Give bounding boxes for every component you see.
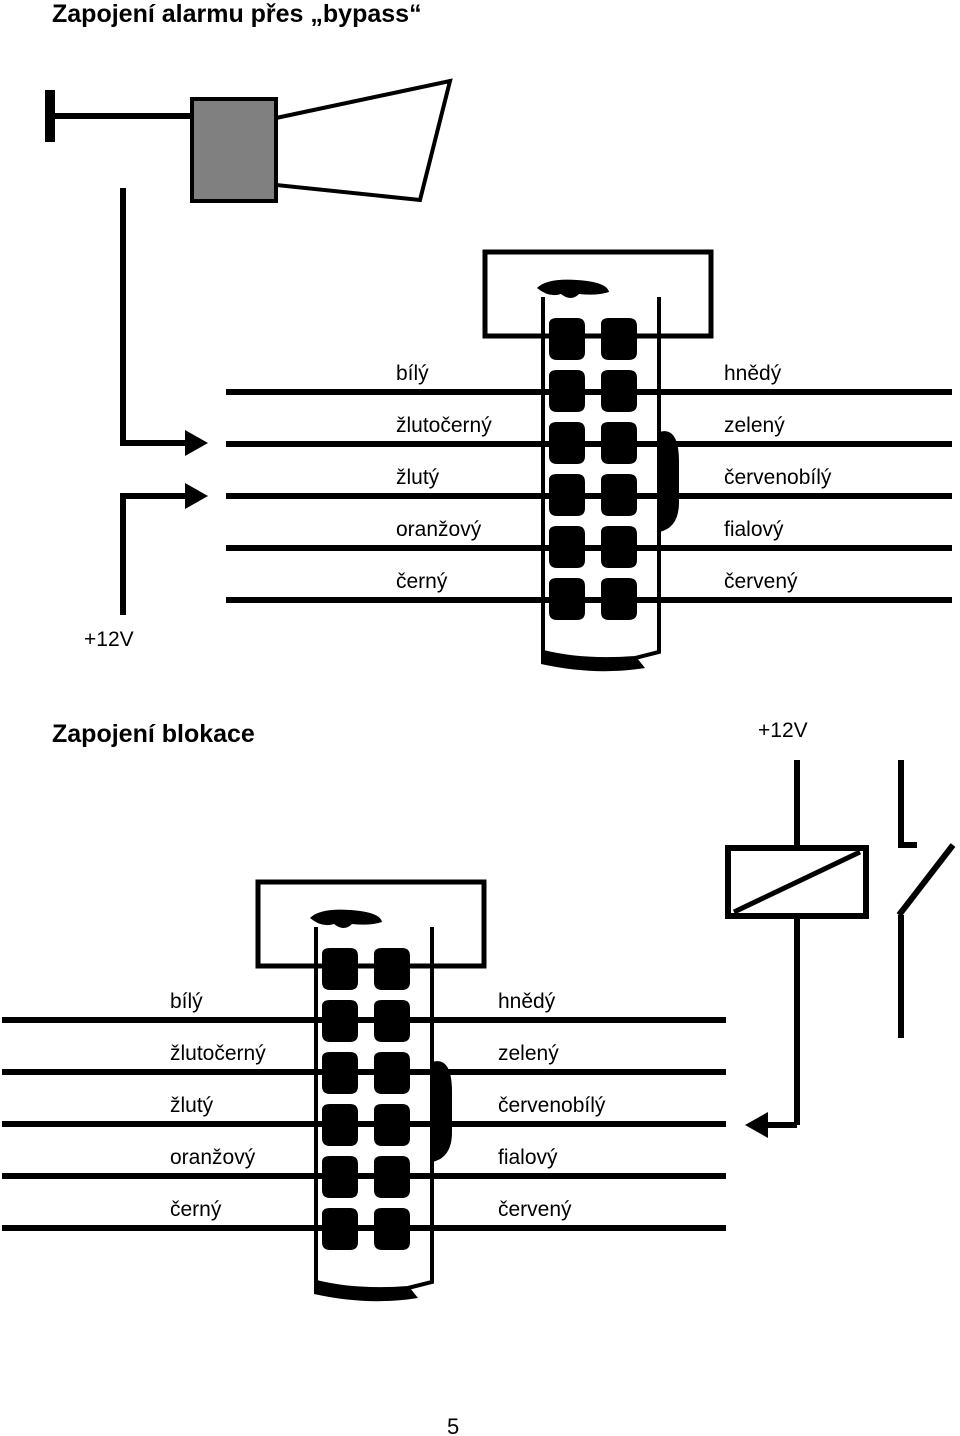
wire-label-right: červenobílý bbox=[724, 466, 832, 489]
wire-label-left: černý bbox=[170, 1198, 222, 1221]
wire-label-right: zelený bbox=[724, 414, 785, 437]
connector-1-pin bbox=[549, 318, 585, 360]
wire-label-left: černý bbox=[396, 570, 448, 593]
wire-label-right: zelený bbox=[498, 1042, 559, 1065]
siren-signal-wire bbox=[120, 188, 208, 456]
wire-label-right: červený bbox=[498, 1198, 572, 1221]
siren-icon bbox=[45, 78, 453, 203]
harness-2: bílý hnědý žlutočerný zelený žlutý červenobíl… bbox=[2, 990, 726, 1231]
wire-label-right: červenobílý bbox=[498, 1094, 606, 1117]
wire-label-left: oranžový bbox=[396, 518, 482, 541]
supply-label-2: +12V bbox=[758, 719, 808, 742]
connector-1-key-box bbox=[482, 249, 714, 339]
supply-wire-1 bbox=[120, 483, 208, 615]
wire-label-left: žlutý bbox=[396, 466, 440, 489]
wire-label-left: oranžový bbox=[170, 1146, 256, 1169]
wire-label-left: žlutočerný bbox=[170, 1042, 266, 1065]
relay-output-wire bbox=[745, 1112, 797, 1138]
wire-label-right: fialový bbox=[498, 1146, 558, 1169]
connector-2-side-clip bbox=[432, 1061, 452, 1162]
connector-2-pin bbox=[322, 948, 358, 990]
connector-2-latch bbox=[310, 909, 382, 928]
section2-title: Zapojení blokace bbox=[52, 720, 255, 748]
wire-label-left: žlutý bbox=[170, 1094, 214, 1117]
supply-label-1: +12V bbox=[84, 628, 134, 651]
connector-1-side-clip bbox=[659, 431, 679, 532]
relay-icon bbox=[725, 760, 956, 1125]
connector-1-pin bbox=[601, 318, 637, 360]
wire-label-left: bílý bbox=[170, 990, 203, 1013]
wire-label-right: hnědý bbox=[724, 362, 782, 385]
connector-2-foot bbox=[314, 1280, 418, 1302]
section1-title: Zapojení alarmu přes „bypass“ bbox=[52, 0, 422, 28]
wire-label-right: fialový bbox=[724, 518, 784, 541]
harness-1: bílý hnědý žlutočerný zelený žlutý červenobíl… bbox=[226, 362, 952, 603]
wire-label-right: hnědý bbox=[498, 990, 556, 1013]
page-number: 5 bbox=[447, 1414, 459, 1436]
wire-label-right: červený bbox=[724, 570, 798, 593]
connector-1-latch bbox=[537, 279, 609, 298]
connector-2-pin bbox=[374, 948, 410, 990]
connector-1 bbox=[482, 249, 714, 672]
connector-2 bbox=[255, 879, 487, 1302]
connector-1-foot bbox=[541, 650, 645, 672]
wire-label-left: žlutočerný bbox=[396, 414, 492, 437]
wire-label-left: bílý bbox=[396, 362, 429, 385]
